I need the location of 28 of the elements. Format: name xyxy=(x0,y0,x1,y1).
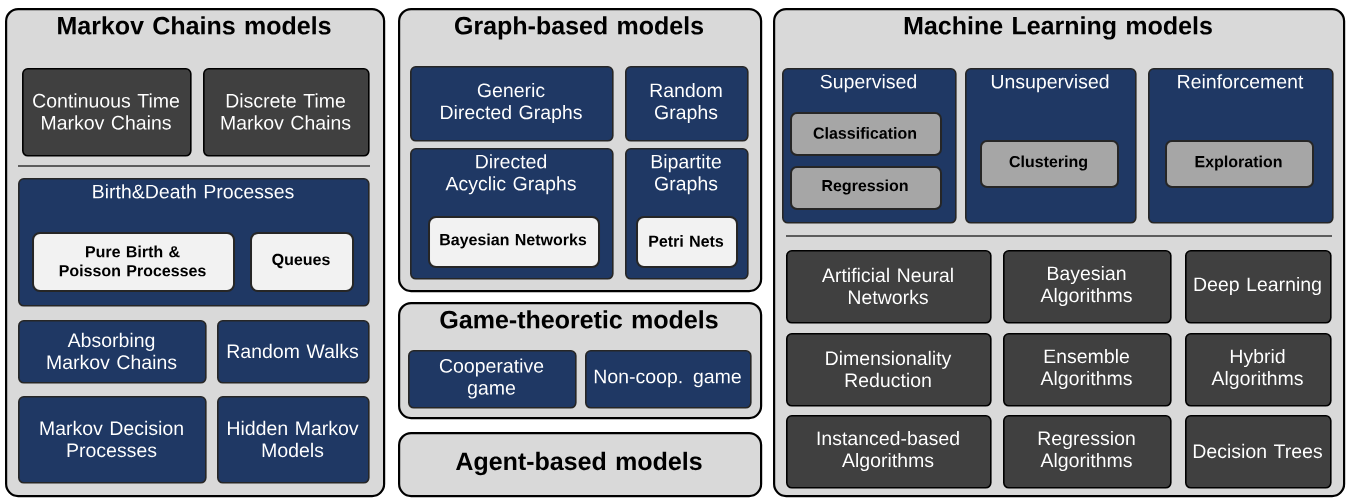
model-box: Non-coop. game xyxy=(585,350,752,409)
model-box: Continuous Time Markov Chains xyxy=(22,68,192,157)
model-box: Ensemble Algorithms xyxy=(1003,333,1172,407)
model-box: Random Graphs xyxy=(625,66,749,142)
task-box: Regression xyxy=(790,166,942,210)
model-box: Markov Decision Processes xyxy=(18,396,207,484)
model-box: Hybrid Algorithms xyxy=(1185,333,1332,407)
model-box: Cooperative game xyxy=(408,350,577,409)
sub-model-box: Queues xyxy=(250,232,354,292)
model-box: Dimensionality Reduction xyxy=(786,333,992,407)
model-box: Absorbing Markov Chains xyxy=(18,320,207,384)
model-box: Bayesian Algorithms xyxy=(1003,250,1172,324)
sub-model-box: Pure Birth & Poisson Processes xyxy=(32,232,235,292)
sub-model-box: Petri Nets xyxy=(636,216,738,268)
model-box: Generic Directed Graphs xyxy=(410,66,614,142)
model-box: Regression Algorithms xyxy=(1003,415,1172,489)
model-box: Deep Learning xyxy=(1185,250,1332,324)
model-box: Decision Trees xyxy=(1185,415,1332,489)
task-box: Classification xyxy=(790,112,942,156)
model-box: Instanced-based Algorithms xyxy=(786,415,992,489)
model-box: Random Walks xyxy=(217,320,370,384)
model-box: Hidden Markov Models xyxy=(217,396,370,484)
model-box: Artificial Neural Networks xyxy=(786,250,992,324)
task-box: Clustering xyxy=(980,140,1119,188)
category-panel: Agent-based models xyxy=(398,432,763,498)
task-box: Exploration xyxy=(1165,140,1314,188)
model-box: Discrete Time Markov Chains xyxy=(203,68,370,157)
sub-model-box: Bayesian Networks xyxy=(428,216,600,268)
